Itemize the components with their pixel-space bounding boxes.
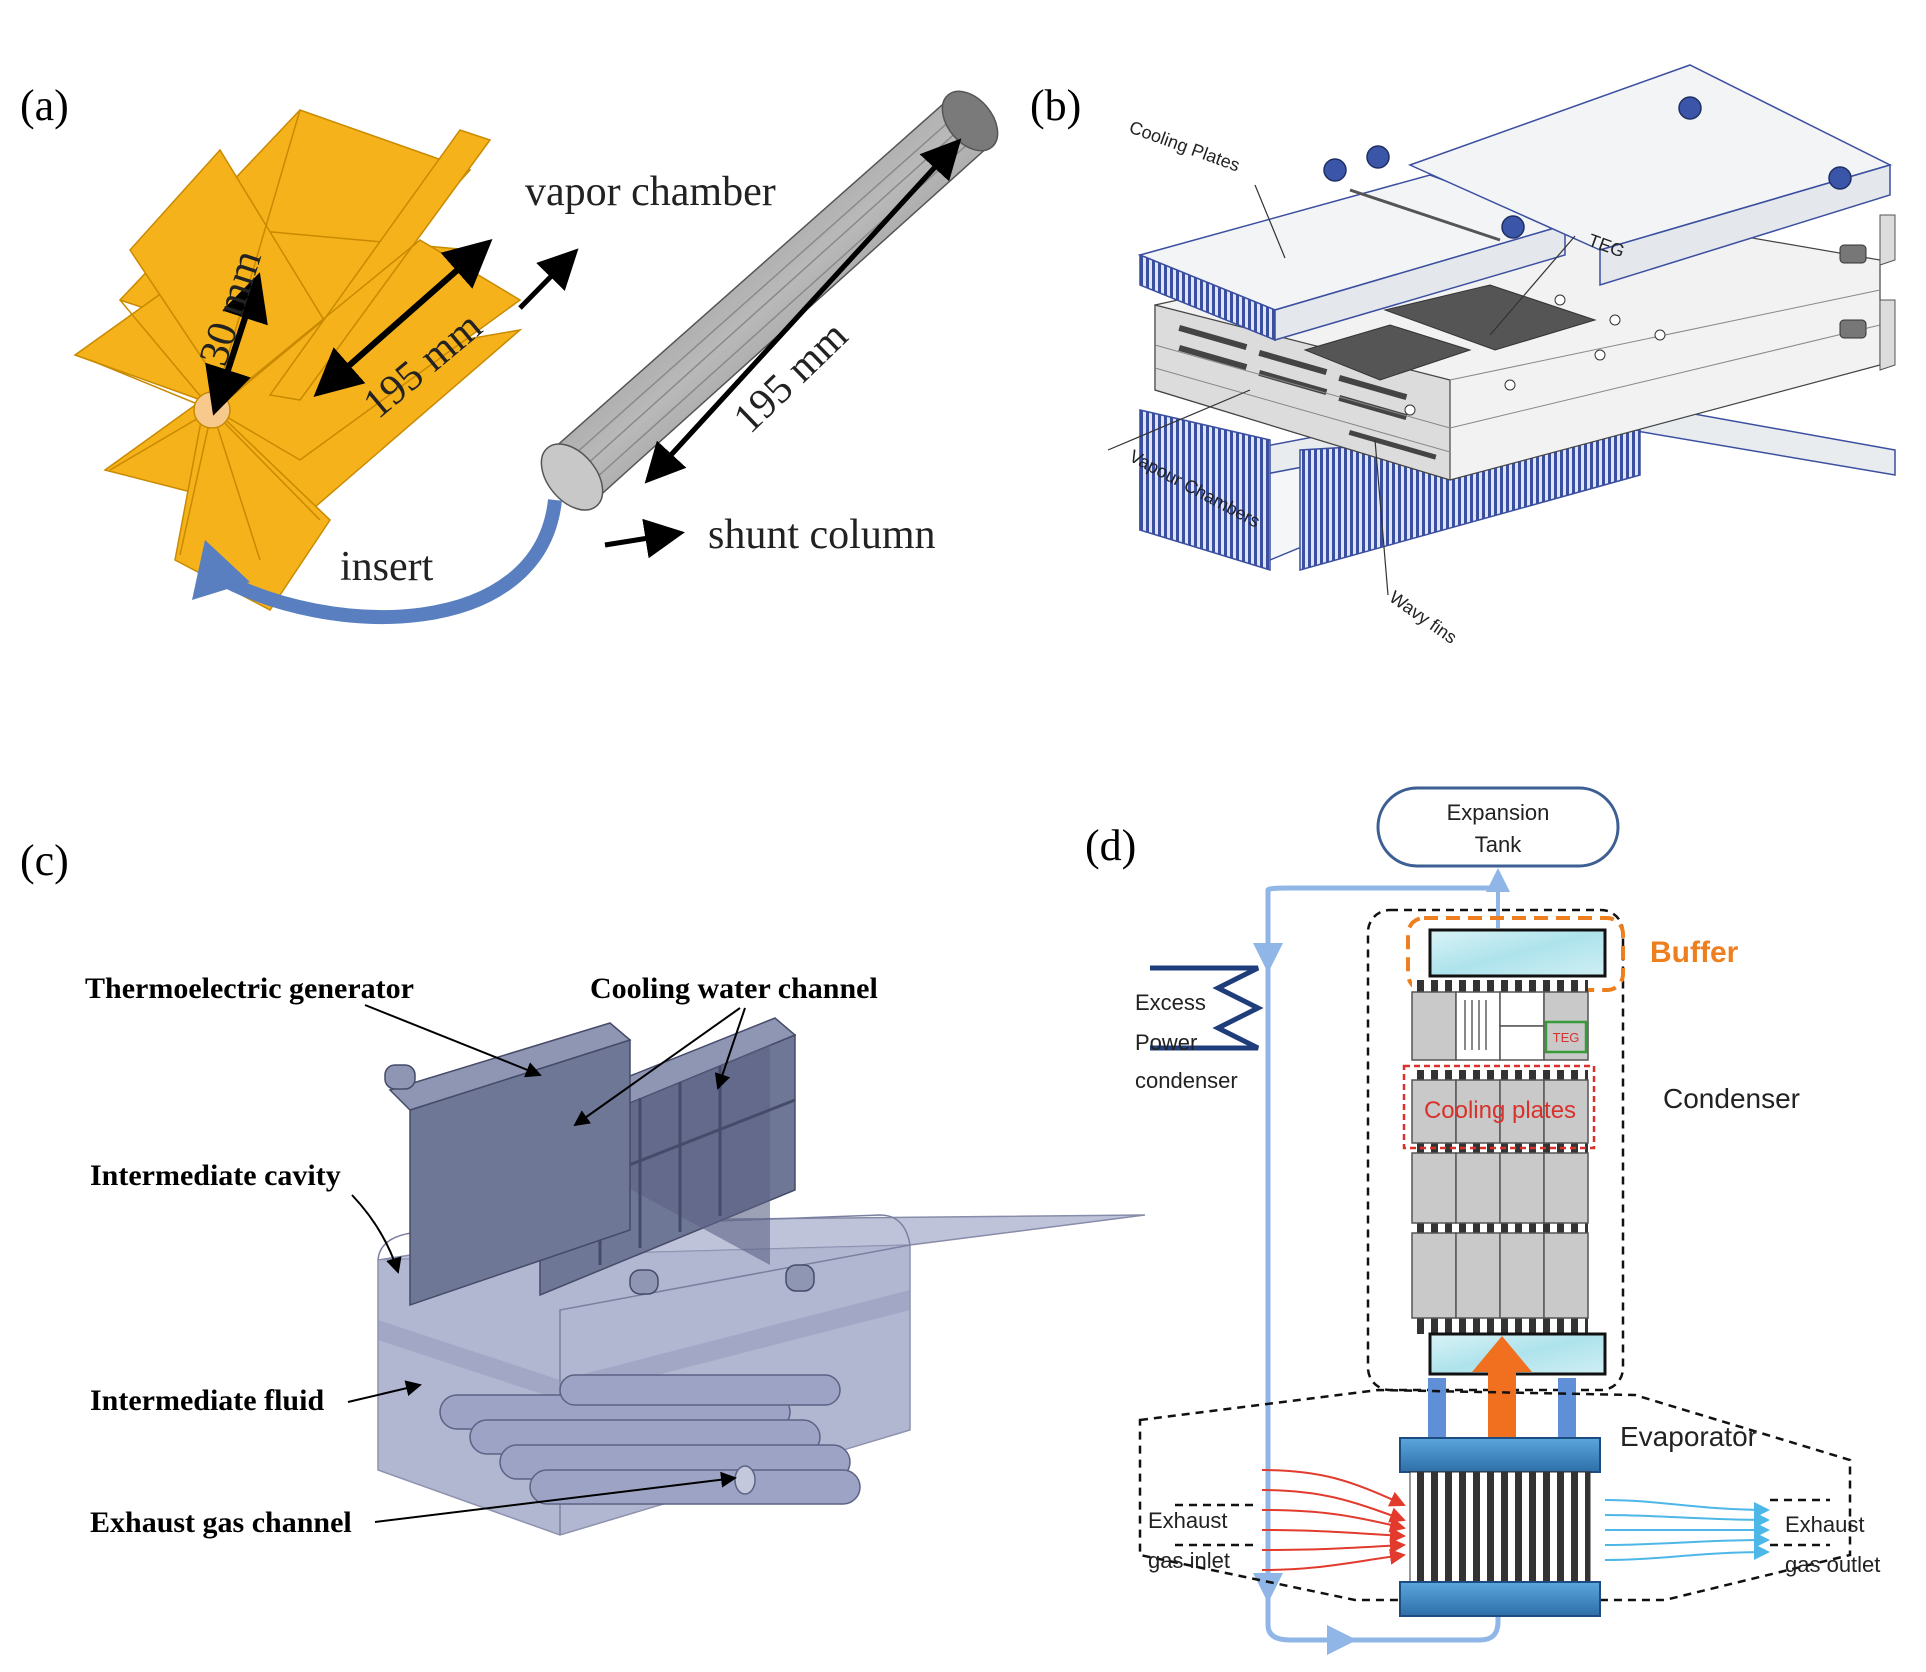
cooling-channel-pointer-2 (714, 1007, 746, 1090)
insert-arrowhead (192, 540, 250, 600)
intermediate-cavity-label: Intermediate cavity (90, 1159, 341, 1192)
bolt-icon (1323, 158, 1347, 182)
cooling-plates-leader (1254, 184, 1286, 259)
insert-label: insert (340, 544, 434, 590)
exhaust-inlet-label-2: gas inlet (1148, 1548, 1230, 1573)
shunt-column (540, 90, 999, 511)
expansion-tank-label-2: Tank (1475, 832, 1522, 857)
side-fittings (1839, 244, 1867, 339)
fin-strips (1412, 980, 1588, 1334)
cooling-plates-boundary (1402, 1064, 1596, 1150)
shunt-column-label: shunt column (708, 512, 936, 558)
bolt-icon (1501, 215, 1525, 239)
vapor-chamber-pointer (518, 248, 579, 310)
teg-module (1303, 324, 1472, 381)
intermediate-fluid-label: Intermediate fluid (90, 1384, 324, 1417)
cooling-channel-pointer-1 (573, 1007, 741, 1127)
intermediate-fluid-pointer (347, 1380, 422, 1403)
evaporator-header-top (1399, 1437, 1601, 1473)
vapor-chamber-label: vapor chamber (525, 169, 776, 215)
thermoelectric-generator-label: Thermoelectric generator (85, 972, 414, 1005)
expansion-tank (1376, 786, 1620, 868)
evaporator-boundary (1138, 1388, 1852, 1602)
insert-arrow (211, 499, 562, 625)
exhaust-outlet-label-1: Exhaust (1785, 1512, 1865, 1537)
vapor-chamber-core (193, 391, 231, 429)
panel-b: (b) (1030, 64, 1896, 648)
panel-c: (c) (20, 836, 1146, 1539)
teg-module (1383, 284, 1597, 351)
excess-label-3: condenser (1135, 1068, 1238, 1093)
evaporator-label: Evaporator (1620, 1421, 1757, 1452)
vapour-chamber-slots (1178, 325, 1437, 460)
bottom-fin-left (1139, 409, 1271, 572)
intermediate-cavity-pointer (351, 1194, 402, 1274)
wavy-fins-leader (1374, 439, 1389, 596)
excess-label-2: Power (1135, 1030, 1197, 1055)
panel-a: (a) 30 mm 195 mm vapor c (20, 81, 999, 625)
teg-pointer (364, 1004, 542, 1078)
buffer-top (1428, 928, 1607, 978)
exhaust-outlet-label-2: gas outlet (1785, 1552, 1880, 1577)
exhaust-gas-channel-label: Exhaust gas channel (90, 1506, 352, 1539)
exhaust-gas-pointer (374, 1471, 737, 1523)
cooling-water-channel-label: Cooling water channel (590, 972, 878, 1005)
evaporator-tubes (1409, 1471, 1591, 1583)
panel-b-label: (b) (1030, 81, 1081, 130)
bolt-icon (1678, 96, 1702, 120)
teg-leader (1489, 235, 1576, 336)
panel-d-label: (d) (1085, 821, 1136, 870)
exhaust-gas-coils (439, 1374, 861, 1505)
bolt-icon (1828, 166, 1852, 190)
teg-box (1544, 1020, 1588, 1054)
bolts-small (1404, 294, 1666, 416)
exhaust-inlet-arrows (1261, 1469, 1406, 1571)
teg-box-label: TEG (1553, 1030, 1580, 1045)
excess-power-condenser-coil (1150, 965, 1264, 1051)
fluid-loop-line (1265, 885, 1498, 1612)
wavy-fins-label: Wavy fins (1386, 587, 1461, 648)
flow-arrows (1418, 1336, 1586, 1460)
cooling-plate-grid (1411, 991, 1589, 1319)
exhaust-outlet-arrows (1604, 1499, 1770, 1561)
evaporator-header-bottom (1399, 1581, 1601, 1617)
expansion-tank-label-1: Expansion (1447, 800, 1550, 825)
bolts (1323, 96, 1852, 239)
cooling-plates-label: Cooling Plates (1127, 117, 1243, 175)
excess-label-1: Excess (1135, 990, 1206, 1015)
bolt-icon (1366, 145, 1390, 169)
cooling-plates-label: Cooling plates (1424, 1097, 1576, 1124)
panel-d: (d) Expansion Tank Excess Power condense… (1085, 786, 1880, 1655)
exhaust-inlet-label-1: Exhaust (1148, 1508, 1228, 1533)
thermoelectric-generator-block (384, 1022, 659, 1307)
buffer-label: Buffer (1650, 936, 1739, 969)
condenser-label: Condenser (1663, 1083, 1800, 1114)
panel-a-label: (a) (20, 81, 69, 130)
condenser-boundary (1366, 908, 1625, 1392)
vapour-chambers-leader (1107, 389, 1251, 451)
fin (268, 129, 492, 401)
panel-c-label: (c) (20, 836, 69, 885)
shunt-column-pointer (604, 518, 685, 559)
